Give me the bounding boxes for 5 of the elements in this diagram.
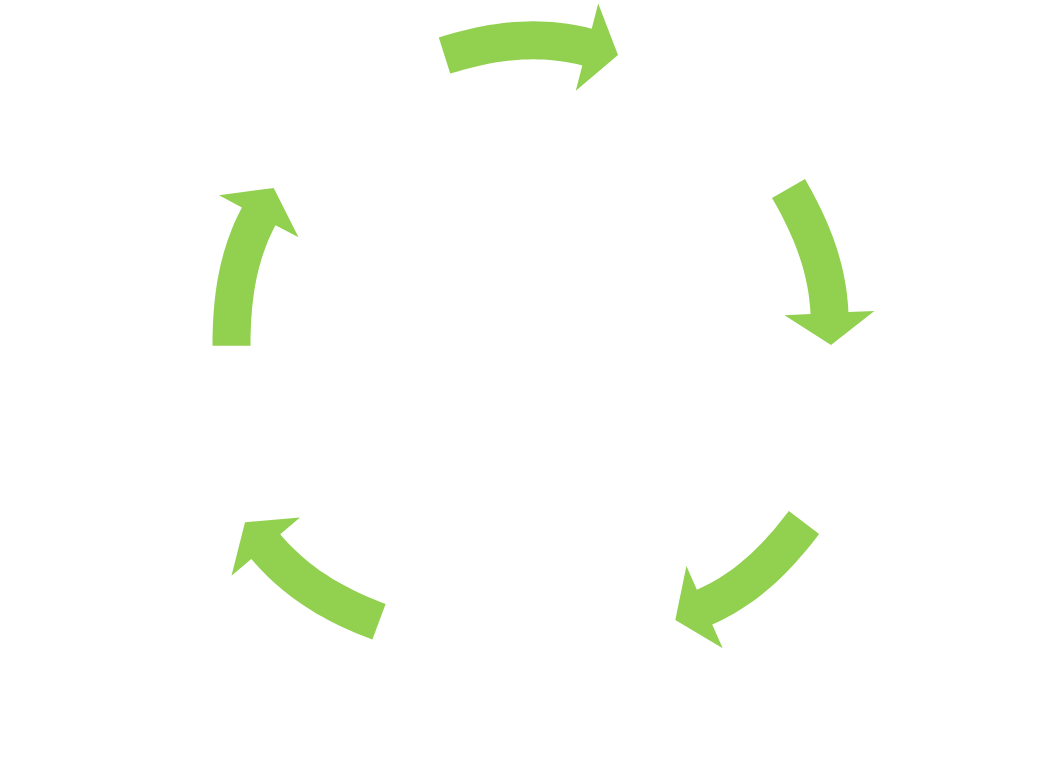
curved-arrow: [231, 517, 386, 640]
curved-arrow: [675, 510, 820, 649]
curved-arrow: [212, 188, 299, 346]
curved-arrow: [772, 179, 875, 345]
curved-arrow: [438, 3, 618, 91]
